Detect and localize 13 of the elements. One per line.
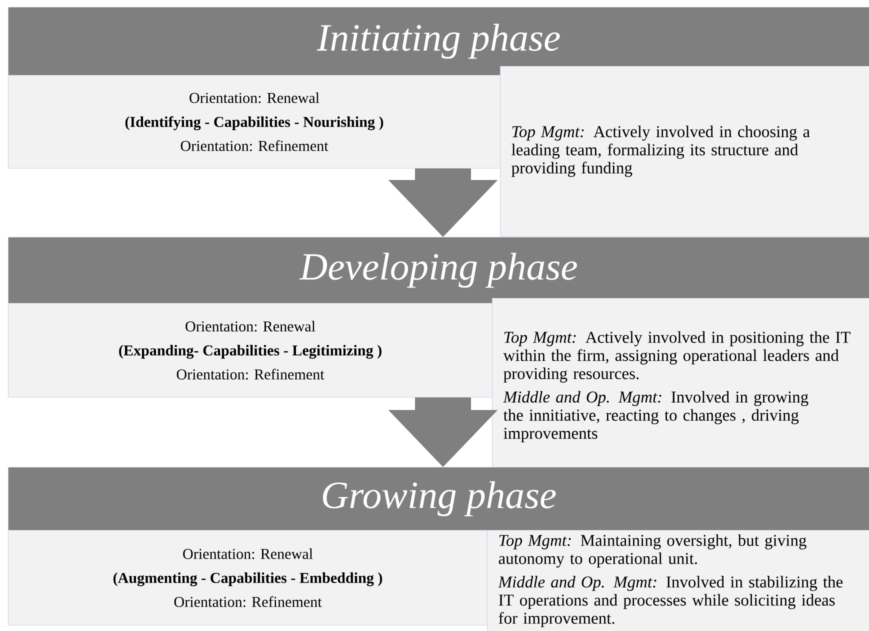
node-label: Middle and Op. Mgmt: Involved in stabilizing the IT operations and processes while soliciting ideas for improvement. (498, 576, 843, 628)
phase-band: Initiating phase (8, 7, 869, 76)
down-arrow (388, 398, 498, 467)
management-box: Top Mgmt: Actively involved in positioning the IT within the firm, assigning operational leaders and providing resources. Middle and Op. Mgmt: Involved in growing the innitiative, reacting to changes , driving improvements (492, 298, 869, 476)
orientation-box: Orientation: Renewal (Identifying - Capabilities - Nourishing ) Orientation: Refinement (8, 75, 501, 169)
phase-band: Developing phase (8, 237, 869, 304)
node-label: Top Mgmt: Maintaining oversight, but giving autonomy to operational unit. (498, 534, 806, 568)
management-box: Top Mgmt: Actively involved in choosing a leading team, formalizing its structure and providing funding (500, 66, 869, 237)
down-arrow (388, 168, 498, 237)
orientation-box: Orientation: Renewal (Expanding- Capabilities - Legitimizing ) Orientation: Refinement (8, 303, 493, 398)
phase-band: Growing phase (8, 467, 869, 530)
management-box: Top Mgmt: Maintaining oversight, but giving autonomy to operational unit. Middle and Op. Mgmt: Involved in stabilizing the IT operations and processes while soliciting ideas for improvement. (487, 530, 869, 631)
orientation-box: Orientation: Renewal (Augmenting - Capabilities - Embedding ) Orientation: Refinement (8, 530, 488, 626)
